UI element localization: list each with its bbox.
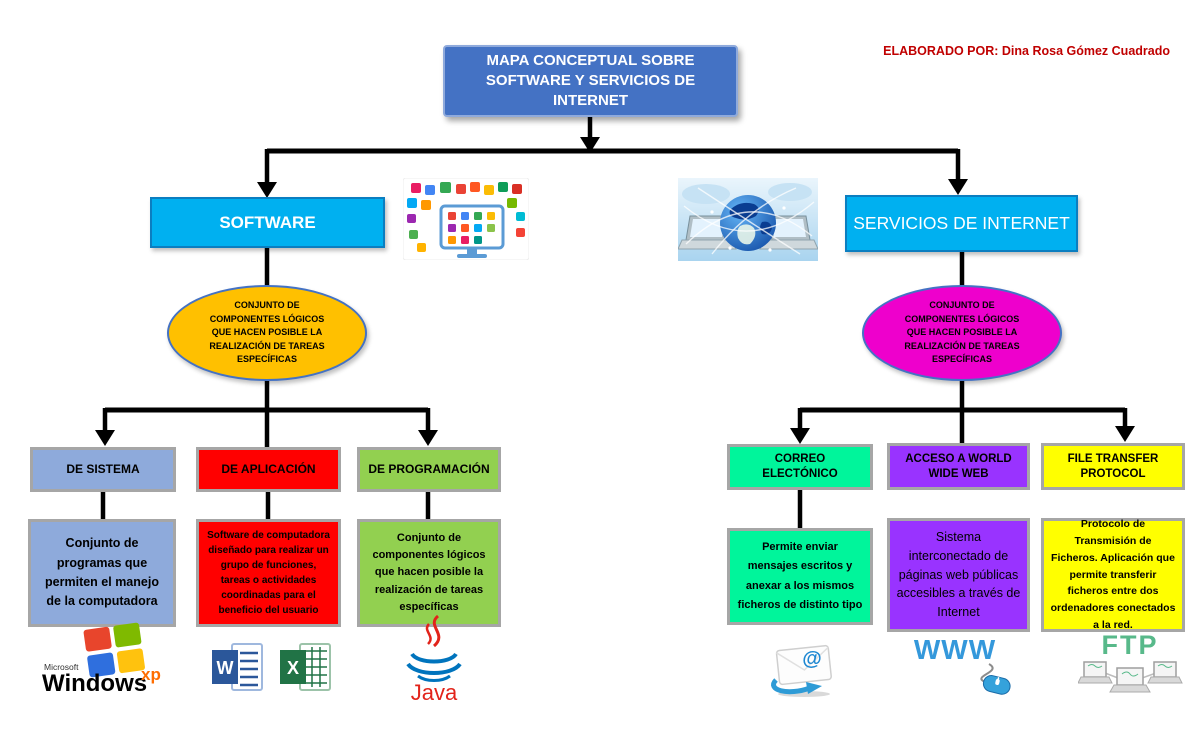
java-label: Java (411, 680, 458, 705)
category-world-wide-web: ACCESO A WORLD WIDE WEB (887, 443, 1030, 490)
internet-globe-image (678, 178, 818, 261)
description-file-transfer-protocol: Protocolo de Transmisión de Ficheros. Ap… (1041, 518, 1185, 632)
www-mouse-icon: ​ WWW (914, 634, 1011, 695)
software-definition-ellipse: CONJUNTO DE COMPONENTES LÓGICOS QUE HACE… (167, 285, 367, 381)
internet-services-node: SERVICIOS DE INTERNET (845, 195, 1078, 252)
www-label: WWW (914, 634, 996, 665)
map-title-box: MAPA CONCEPTUAL SOBRE SOFTWARE Y SERVICI… (443, 45, 738, 117)
map-title: MAPA CONCEPTUAL SOBRE SOFTWARE Y SERVICI… (485, 51, 696, 110)
ftp-label: FTP (1102, 630, 1159, 660)
description-de-sistema: Conjunto de programas que permiten el ma… (28, 519, 176, 627)
category-correo-electronico: CORREO ELECTÓNICO (727, 444, 873, 490)
description-de-aplicacion: Software de computadora diseñado para re… (196, 519, 341, 627)
description-world-wide-web: Sistema interconectado de páginas web pú… (887, 518, 1030, 632)
windows-label: Windows (42, 670, 147, 697)
java-logo-icon: Java (406, 614, 462, 705)
software-node: SOFTWARE (150, 197, 385, 248)
internet-definition-ellipse: CONJUNTO DE COMPONENTES LÓGICOS QUE HACE… (862, 285, 1062, 381)
description-correo-electronico: Permite enviar mensajes escritos y anexa… (727, 528, 873, 625)
email-at-glyph: @ (802, 648, 822, 670)
email-icon: @ (771, 644, 832, 697)
excel-icon: X (280, 643, 331, 691)
category-de-programacion: DE PROGRAMACIÓN (357, 447, 501, 492)
word-letter: W (217, 658, 234, 678)
ftp-icon: FTP (1078, 630, 1183, 693)
word-icon: W (212, 643, 263, 691)
software-apps-image (403, 178, 529, 260)
microsoft-label: Microsoft (44, 662, 79, 672)
category-file-transfer-protocol: FILE TRANSFER PROTOCOL (1041, 443, 1185, 490)
excel-letter: X (287, 658, 299, 678)
category-de-aplicacion: DE APLICACIÓN (196, 447, 341, 492)
windows-xp-logo-icon: Microsoft Windows xp (42, 622, 161, 697)
category-de-sistema: DE SISTEMA (30, 447, 176, 492)
author-credit: ELABORADO POR: Dina Rosa Gómez Cuadrado (883, 44, 1170, 58)
description-de-programacion: Conjunto de componentes lógicos que hace… (357, 519, 501, 627)
xp-label: xp (141, 665, 161, 684)
